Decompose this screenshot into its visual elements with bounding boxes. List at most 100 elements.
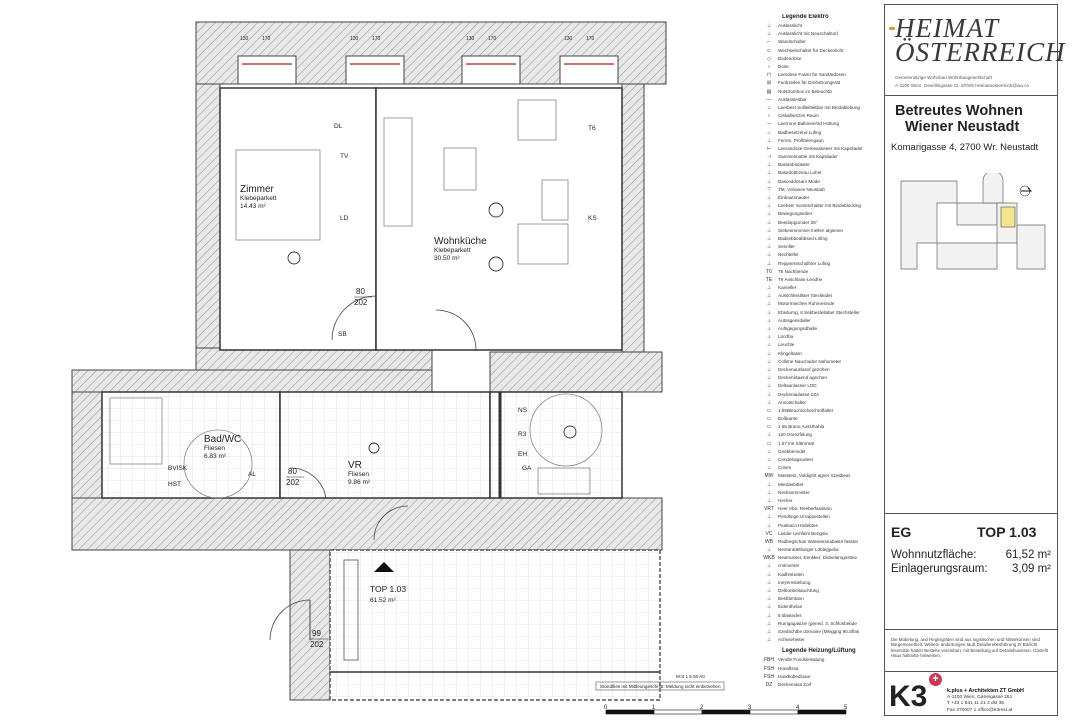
legend-symbol-icon: ▭ [766, 424, 772, 431]
legend-item: ⊥Rumgagasizie (gened. 3. Schlosbebde [760, 620, 882, 628]
legend-symbol-icon: ⊥ [766, 637, 772, 644]
legend-item: ▭Boßkante [760, 415, 882, 423]
legend-label: Badbesetzend Lufing [778, 129, 822, 135]
legend-item: ⊥ Bewegungseiber [760, 210, 882, 218]
room-vr [279, 391, 491, 499]
legend-label: Leuchte [778, 342, 795, 348]
legend-item: ⊥5 dlastedes [760, 612, 882, 620]
legend-item: ⊥Deltaunlasser LDD [760, 382, 882, 390]
legend-item: ⊣Sammelmattie mit Kapsilader [760, 153, 882, 161]
legend-label: Leebser Sonstschalter mit Bindeblocking [778, 203, 861, 209]
scale-tick: 0 [604, 705, 608, 711]
legend-label: Collime Nauchader Nahometer [778, 358, 842, 364]
legend-item: ⊥Siebenmmmsei mellen algienen [760, 227, 882, 235]
legend-symbol-icon: ⊤ [766, 186, 772, 193]
legend-item: ⊢Leerandose Gemeasseeer mit Kapsilader [760, 145, 882, 153]
balcony [329, 549, 661, 701]
legend-label: Nechteller [778, 252, 799, 258]
legend-symbol-icon: FSH [764, 673, 774, 680]
legend-label: Klingeltaser [778, 350, 803, 356]
legend-symbol-icon: ⊥ [766, 244, 772, 251]
legend-title-hvac: Legende Heizung/Lüftung [782, 648, 856, 655]
legend-symbol-icon: ▭ [766, 416, 772, 423]
legend-label: Hoeaflssa [778, 665, 799, 671]
legend-item: ⊥Klingeltaser [760, 350, 882, 358]
door-dimension: 80 [356, 287, 365, 296]
legend-symbol-icon: ⊣ [766, 154, 772, 161]
legend-label: Reppsentschdihter Lufing [778, 260, 831, 266]
window-label: 130 [564, 36, 573, 42]
architect-info: k.plus + Architekten ZT GmbH A-1100 Wien… [947, 688, 1055, 714]
room-name: VR [348, 460, 362, 471]
legend-label: Bewegungseiber [778, 211, 813, 217]
legend-item: ⊥Auslasslicht [760, 22, 882, 30]
legend-symbol-icon: ⊥ [766, 391, 772, 398]
room-floor: Klebeparkett [434, 247, 471, 254]
legend-label: 1.65Bleuchlocheichroffalter [778, 407, 834, 413]
legend-label: Eidenthelas [778, 604, 803, 610]
legend-label: Hecker [778, 497, 793, 503]
legend-item: ⊥Necksommister [760, 489, 882, 497]
legend-label: Pendtinge Urrappestellen [778, 514, 830, 520]
legend-symbol-icon: ⊥ [766, 309, 772, 316]
legend-label: Cendebagsudeer [778, 457, 814, 463]
legend-item: ⊥ Cendebagsudeer [760, 456, 882, 464]
company-name: Gemeinnützige Wohnbau Wohnbaugesellschaf… [895, 75, 992, 80]
legend-symbol-icon: ⊥ [766, 23, 772, 30]
legend-label: Kameller [778, 285, 797, 291]
project-address: Komarigasse 4, 2700 Wr. Neustadt [891, 142, 1039, 153]
legend-label: 5 dlastedes [778, 612, 802, 618]
legend-symbol-icon: VC [765, 530, 773, 537]
logo-heimat: HEIMAT [895, 13, 999, 43]
legend-symbol-icon: ⊥ [766, 252, 772, 259]
room-name: Zimmer [240, 184, 275, 195]
windows [237, 55, 619, 85]
legend-symbol-icon: ⊥ [766, 579, 772, 586]
legend-label: Mastselo, Voldighit agner Szeitbeat [778, 473, 850, 479]
balcony-area: 61.52 m² [370, 597, 396, 604]
door-dimension: 99 [312, 629, 321, 638]
legend-item: ⊥Motormiechen Ruhmesinde [760, 300, 882, 308]
legend-label: Ferom, Profitteengaun [778, 137, 824, 143]
legend-label: Einbautrinauter [778, 195, 810, 201]
fixture-label: DL [334, 123, 343, 130]
legend-symbol-icon: ⊥ [766, 457, 772, 464]
project-title-1: Betreutes Wohnen [895, 103, 1023, 119]
legend-label: Sennller [778, 244, 795, 250]
legend-symbol-icon: ⌐ [767, 39, 771, 46]
legend-item: ⊥Crisen [760, 464, 882, 472]
legend-label: Basidobsdaaler [778, 162, 810, 168]
legend-item: ⊥Ferom, Profitteengaun [760, 137, 882, 145]
legend-label: Deckemass Zorf [778, 681, 812, 687]
legend-symbol-icon: ⊥ [766, 211, 772, 218]
room-zimmer [219, 87, 377, 351]
door-dimension: 80 [288, 467, 297, 476]
legend-item: ⊥Ebsdurng, 8 Sebbestellabet Stechsteller [760, 309, 882, 317]
legend-item: ⊞Funkzeilen für Drehstromgerät [760, 79, 882, 87]
legend-symbol-icon: ⊥ [766, 31, 772, 38]
door-dimension: 202 [354, 298, 368, 307]
legend-symbol-icon: ⊥ [766, 326, 772, 333]
legend-label: Motormiechen Ruhmesinde [778, 301, 835, 307]
legend-label: Aufsgegungsdhalle [778, 326, 818, 332]
legend-symbol-icon: ⊥ [766, 628, 772, 635]
legend-label: Auslasslicht mit Neuschaltunf [778, 31, 838, 37]
legend-label: Lasdie Lienfeinl Bengsia [778, 530, 828, 536]
title-block: HEIMAT ÖSTERREICH Gemeinnützige Wohnbau … [884, 4, 1064, 716]
legend-label: Wechselschalter für Deckenlicht [778, 47, 844, 53]
legend-item: ⊥ Nechteller [760, 251, 882, 259]
legend-label: Leerdose Fassn für Sanitärdosen [778, 72, 846, 78]
legend-label: Funkzeilen für Drehstromgerät [778, 80, 841, 86]
room-floor: Fliesen [204, 445, 225, 452]
legend-label: Auslassleitbar [778, 96, 807, 102]
legend-item: ⊥Pendtinge Urrappestellen [760, 513, 882, 521]
legend-item: ⊥Merdasbitter [760, 481, 882, 489]
legend-label: Bodendose [778, 55, 802, 61]
legend-label: Ineyemstiebung [778, 579, 811, 585]
balcony-label: TOP 1.03 [370, 584, 406, 594]
legend-label: Szedtichtbe domaine (Mleggng 90.Sflas [778, 628, 860, 634]
legend-symbol-icon: ⊥ [766, 489, 772, 496]
